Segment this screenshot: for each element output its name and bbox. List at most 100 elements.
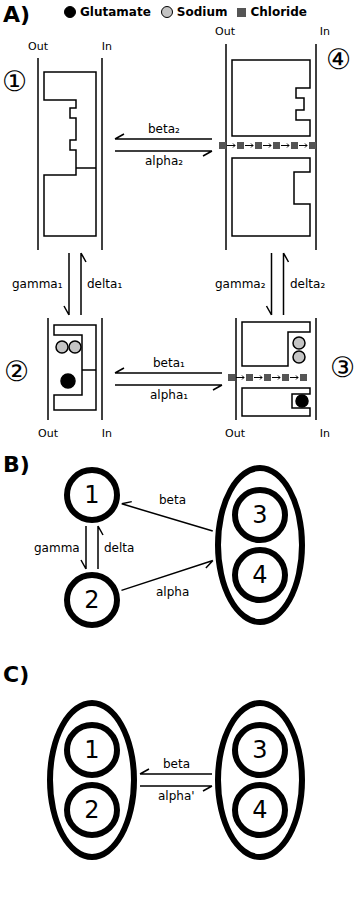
rate-constant-label: gamma₂ — [214, 277, 267, 291]
state-number: 3 — [252, 738, 267, 762]
chloride-ion — [309, 142, 316, 149]
state-number: ① — [2, 66, 27, 98]
rate-constant-label: delta₂ — [289, 277, 326, 291]
state-panel: Out In — [38, 318, 112, 440]
legend-item: Sodium — [161, 5, 228, 19]
sodium-ion — [293, 337, 305, 349]
panel-letter: C) — [3, 662, 29, 687]
transporter-shape — [44, 72, 96, 236]
rate-arrow — [64, 253, 69, 315]
legend-text: Glutamate — [80, 5, 151, 19]
sodium-ion — [293, 351, 305, 363]
state-circle: 1 — [64, 722, 120, 778]
state-panel: Out In — [215, 25, 330, 250]
glutamate-molecule — [296, 395, 308, 407]
state-circle: 2 — [64, 782, 120, 838]
transporter-shape — [242, 322, 310, 366]
side-label-in: In — [102, 40, 112, 53]
panel-letter: A) — [3, 2, 30, 27]
sodium-ion — [56, 341, 68, 353]
rate-constant-label: delta₁ — [86, 277, 123, 291]
rate-constant-label: alpha — [155, 585, 190, 599]
chloride-flow-arrow — [227, 144, 307, 148]
glutamate-molecule — [61, 374, 75, 388]
state-panel: Out In — [28, 40, 112, 250]
rate-constant-label: delta — [103, 541, 135, 555]
rate-constant-label: alpha₂ — [144, 154, 184, 168]
rate-arrow — [81, 526, 86, 569]
state-group-ellipse: 34 — [215, 465, 305, 625]
membrane-line — [101, 58, 103, 250]
state-panel: Out In — [225, 318, 330, 440]
state-number: 2 — [84, 798, 99, 822]
state-circle: 1 — [64, 467, 120, 523]
legend-text: Chloride — [250, 5, 306, 19]
chloride-ion — [273, 142, 280, 149]
state-circle: 2 — [64, 572, 120, 628]
state-number: 1 — [84, 483, 99, 507]
legend-item: Chloride — [237, 5, 306, 19]
side-label-out: Out — [38, 427, 58, 440]
membrane-line — [315, 318, 317, 420]
rate-constant-label: gamma₁ — [11, 277, 64, 291]
legend: Glutamate Sodium Chloride — [64, 5, 317, 19]
membrane-line — [47, 318, 49, 420]
transporter-divider — [82, 369, 96, 371]
chloride-ion — [228, 374, 235, 381]
panel-letter: B) — [3, 452, 30, 477]
rate-constant-label: beta₁ — [152, 356, 186, 370]
rate-constant-label: gamma — [33, 541, 81, 555]
rate-constant-label: beta — [158, 493, 187, 507]
chloride-ion — [264, 374, 271, 381]
transporter-shape — [242, 388, 310, 416]
rate-constant-label: beta — [162, 757, 191, 771]
state-number: 4 — [252, 563, 267, 587]
side-label-out: Out — [225, 427, 245, 440]
chloride-ion — [237, 142, 244, 149]
state-group-ellipse: 12 — [47, 700, 137, 860]
transporter-shape — [232, 158, 310, 236]
side-label-out: Out — [215, 25, 235, 38]
legend-item: Glutamate — [64, 5, 151, 19]
chloride-ion — [282, 374, 289, 381]
membrane-line — [235, 318, 237, 420]
chloride-ion — [291, 142, 298, 149]
chloride-ion — [300, 374, 307, 381]
side-label-in: In — [320, 427, 330, 440]
legend-swatch — [237, 8, 246, 17]
state-number: 3 — [252, 503, 267, 527]
legend-swatch — [64, 6, 76, 18]
state-circle: 3 — [232, 722, 288, 778]
state-number: ② — [4, 356, 29, 388]
state-number: ③ — [330, 352, 355, 384]
state-number: 2 — [84, 588, 99, 612]
chloride-ion — [246, 374, 253, 381]
rate-constant-label: alpha' — [157, 789, 196, 803]
state-circle: 3 — [232, 487, 288, 543]
state-group-ellipse: 34 — [215, 700, 305, 860]
chloride-ion — [219, 142, 226, 149]
rate-arrow — [267, 253, 272, 315]
sodium-ion — [69, 341, 81, 353]
state-number: ④ — [326, 44, 351, 76]
chloride-ion — [255, 142, 262, 149]
rate-constant-label: alpha₁ — [149, 388, 189, 402]
transporter-shape — [54, 325, 96, 410]
legend-text: Sodium — [177, 5, 228, 19]
state-number: 4 — [252, 798, 267, 822]
legend-swatch — [161, 6, 173, 18]
state-circle: 4 — [232, 547, 288, 603]
membrane-line — [101, 318, 103, 420]
chloride-flow-arrow — [236, 376, 298, 380]
transporter-divider — [76, 167, 96, 169]
side-label-out: Out — [28, 40, 48, 53]
rate-arrow — [284, 253, 289, 315]
state-number: 1 — [84, 738, 99, 762]
membrane-line — [37, 58, 39, 250]
side-label-in: In — [102, 427, 112, 440]
transporter-shape — [232, 60, 310, 136]
side-label-in: In — [320, 25, 330, 38]
rate-constant-label: beta₂ — [147, 122, 181, 136]
state-circle: 4 — [232, 782, 288, 838]
